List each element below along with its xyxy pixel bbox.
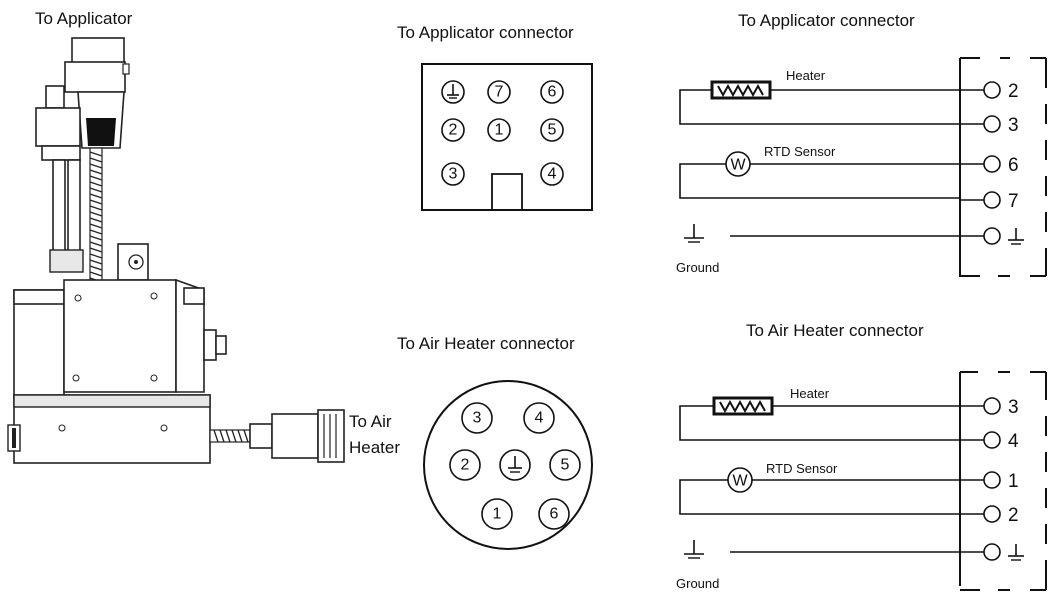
coiled-cable <box>89 147 103 289</box>
applicator-schematic: Heater W RTD Sensor Ground 2 3 6 7 <box>676 57 1047 277</box>
face-pin-label: 1 <box>495 122 504 139</box>
face-pin-label: 6 <box>548 84 557 101</box>
air-heater-connector-schematic-title: To Air Heater connector <box>746 321 924 340</box>
schematic-pin-label: 2 <box>1008 81 1019 102</box>
main-body-front <box>63 279 177 393</box>
top-connector-dark-face <box>86 118 116 146</box>
schematic-pin-label: 2 <box>1008 505 1019 526</box>
air-heater-schematic: Heater W RTD Sensor Ground 3 4 1 2 <box>676 371 1047 591</box>
ground-icon <box>1008 228 1024 245</box>
face-pin-label: 6 <box>550 506 559 523</box>
top-connector-collar <box>64 61 126 93</box>
to-air-heater-label-line1: To Air <box>349 412 392 431</box>
rtd-symbol-letter: W <box>730 157 746 174</box>
ground-icon <box>508 456 522 473</box>
to-applicator-label: To Applicator <box>35 9 133 28</box>
rtd-symbol <box>725 151 751 177</box>
schematic-pin-label: 4 <box>1008 431 1019 452</box>
connector-outline <box>959 371 1047 591</box>
rtd-symbol <box>727 467 753 493</box>
face-pin-label: 5 <box>548 122 557 139</box>
face-pin-label: 1 <box>493 506 502 523</box>
solenoid-body <box>35 107 81 147</box>
applicator-illustration <box>7 37 345 464</box>
main-body-left <box>13 289 65 401</box>
applicator-connector-schematic-title: To Applicator connector <box>738 11 915 30</box>
face-pin-label: 4 <box>535 410 544 427</box>
rtd-symbol-letter: W <box>732 473 748 490</box>
ground-icon <box>447 84 459 99</box>
heater-symbol <box>712 396 774 416</box>
solenoid-cap <box>45 85 65 109</box>
face-pin-label: 5 <box>561 457 570 474</box>
schematic-pin-label: 1 <box>1008 471 1019 492</box>
ground-icon <box>684 540 704 559</box>
face-pin-label: 2 <box>461 457 470 474</box>
face-pin-label: 7 <box>495 84 504 101</box>
ground-icon <box>1008 544 1024 561</box>
schematic-pin-label: 3 <box>1008 115 1019 136</box>
ground-label: Ground <box>676 576 719 591</box>
schematic-pin-label: 3 <box>1008 397 1019 418</box>
rtd-label: RTD Sensor <box>764 144 836 159</box>
heater-label: Heater <box>786 68 826 83</box>
top-connector-plug <box>71 37 125 65</box>
air-heater-connector-face-title: To Air Heater connector <box>397 334 575 353</box>
air-heater-plug <box>271 413 319 459</box>
applicator-connector-face-title: To Applicator connector <box>397 23 574 42</box>
face-pin-label: 3 <box>449 166 458 183</box>
face-pin-label: 4 <box>548 166 557 183</box>
schematic-pin-label: 7 <box>1008 191 1019 212</box>
rtd-label: RTD Sensor <box>766 461 838 476</box>
heater-symbol <box>710 80 772 100</box>
face-pin-label: 3 <box>473 410 482 427</box>
side-fitting <box>203 329 217 361</box>
main-body-side <box>175 278 205 393</box>
to-air-heater-label-line2: Heater <box>349 438 400 457</box>
ground-label: Ground <box>676 260 719 275</box>
air-heater-connector-face: 3 4 2 5 1 6 <box>423 380 593 550</box>
schematic-pin-label: 6 <box>1008 155 1019 176</box>
face-pin-label: 2 <box>449 122 458 139</box>
air-heater-cable <box>209 409 345 463</box>
applicator-connector-face: 7 6 2 1 5 3 4 <box>421 63 593 211</box>
heater-label: Heater <box>790 386 830 401</box>
ground-icon <box>684 224 704 243</box>
keying-slot <box>491 173 523 210</box>
